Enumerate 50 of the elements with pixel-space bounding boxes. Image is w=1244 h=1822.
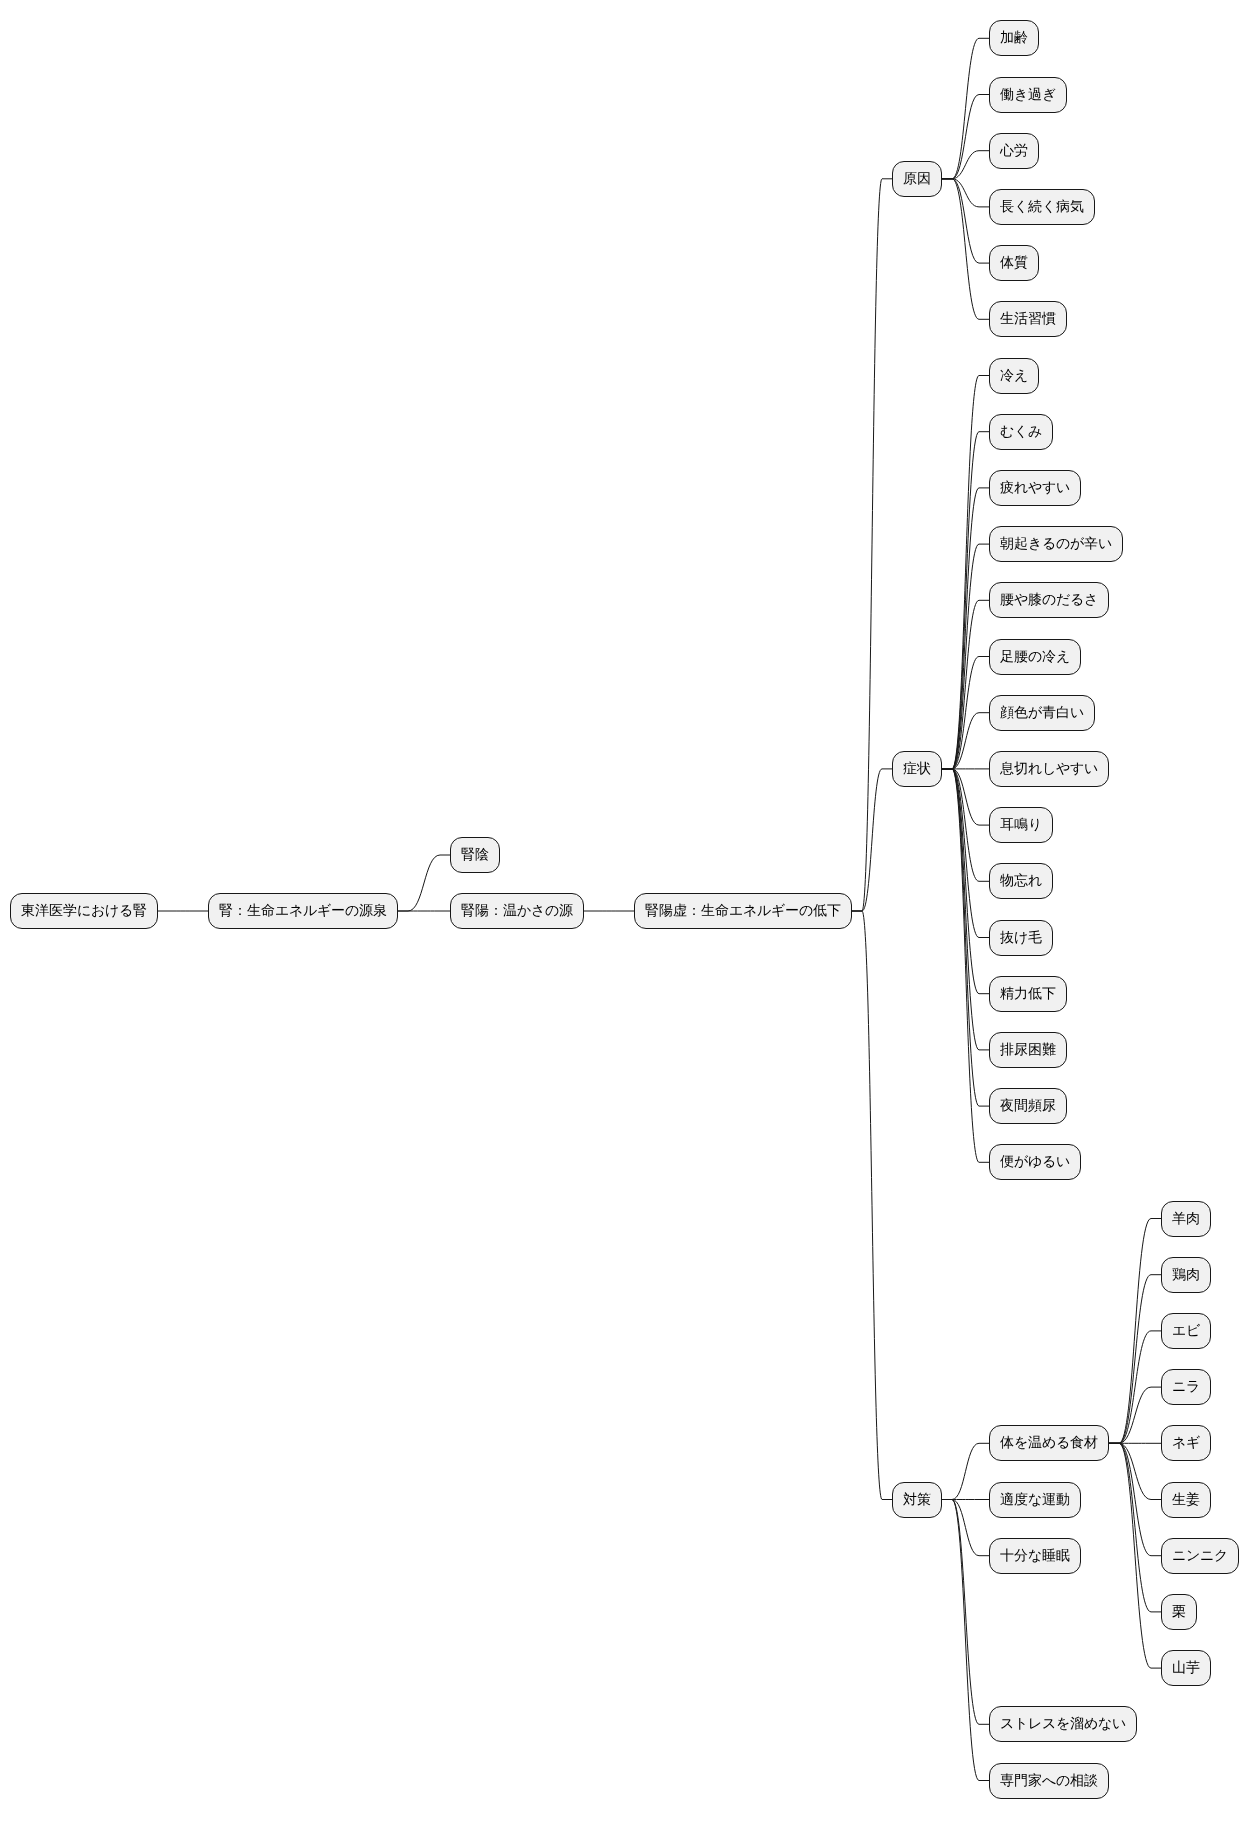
topic-box: 息切れしやすい — [989, 750, 1109, 787]
topic-box: 専門家への相談 — [989, 1762, 1109, 1799]
topic-box: 十分な睡眠 — [989, 1537, 1081, 1574]
topic-box: 精力低下 — [989, 975, 1067, 1012]
topic-box: 生活習慣 — [989, 301, 1067, 338]
topic-box: 耳鳴り — [989, 807, 1053, 844]
topic-box: 腎陰 — [450, 837, 500, 873]
topic-box: 症状 — [892, 750, 942, 787]
topic-box: ネギ — [1161, 1425, 1211, 1462]
topic-box: ニンニク — [1161, 1537, 1239, 1574]
topic-box: むくみ — [989, 413, 1053, 450]
topic-box: 山芋 — [1161, 1650, 1211, 1687]
topic-box: エビ — [1161, 1312, 1211, 1349]
topic-box: 抜け毛 — [989, 919, 1053, 956]
topic-box: 加齢 — [989, 20, 1039, 57]
connector-line — [1108, 1442, 1162, 1669]
topic-box: 心労 — [989, 132, 1039, 169]
connector-line — [851, 910, 893, 1500]
connector-line — [397, 910, 451, 912]
topic-box: ニラ — [1161, 1369, 1211, 1406]
topic-box: 働き過ぎ — [989, 76, 1067, 113]
topic-box: 原因 — [892, 160, 942, 197]
topic-box: 夜間頻尿 — [989, 1088, 1067, 1125]
topic-box: 朝起きるのが辛い — [989, 526, 1123, 563]
topic-box: 排尿困難 — [989, 1031, 1067, 1068]
topic-box: 生姜 — [1161, 1481, 1211, 1518]
topic-box: 東洋医学における腎 — [10, 893, 158, 929]
topic-box: 羊肉 — [1161, 1200, 1211, 1237]
topic-box: 体を温める食材 — [989, 1425, 1109, 1462]
topic-box: 便がゆるい — [989, 1144, 1081, 1181]
topic-box: 栗 — [1161, 1593, 1197, 1630]
topic-box: 腎：生命エネルギーの源泉 — [208, 893, 398, 929]
topic-box: 腎陽虚：生命エネルギーの低下 — [634, 893, 852, 929]
topic-box: 物忘れ — [989, 863, 1053, 900]
topic-box: 腰や膝のだるさ — [989, 582, 1109, 619]
topic-box: 鶏肉 — [1161, 1256, 1211, 1293]
topic-box: ストレスを溜めない — [989, 1706, 1137, 1743]
connector-line — [941, 178, 990, 320]
topic-box: 疲れやすい — [989, 469, 1081, 506]
topic-box: 足腰の冷え — [989, 638, 1081, 675]
connector-line — [941, 1499, 990, 1781]
topic-box: 対策 — [892, 1481, 942, 1518]
connector-line — [583, 910, 635, 912]
topic-box: 顔色が青白い — [989, 694, 1095, 731]
topic-box: 適度な運動 — [989, 1481, 1081, 1518]
connector-line — [157, 910, 209, 912]
topic-box: 腎陽：温かさの源 — [450, 893, 584, 929]
topic-box: 体質 — [989, 245, 1039, 282]
topic-box: 冷え — [989, 357, 1039, 394]
topic-box: 長く続く病気 — [989, 188, 1095, 225]
